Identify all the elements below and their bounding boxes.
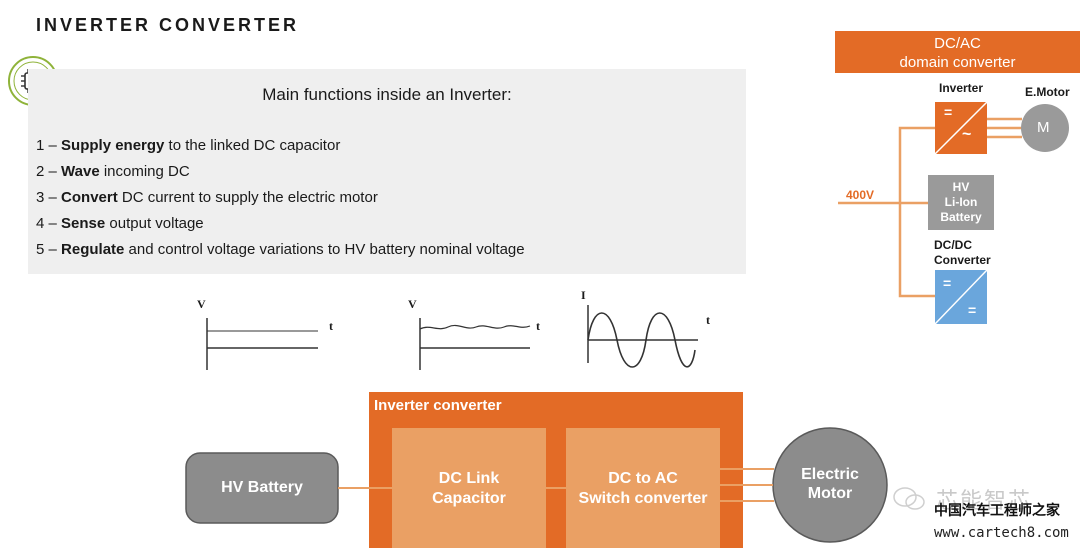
function-item-2: 2 – Wave incoming DC <box>36 163 190 180</box>
function-number: 5 – <box>36 241 62 258</box>
function-number: 4 – <box>36 215 62 232</box>
motor-symbol: M <box>1037 119 1050 136</box>
watermark-site: 中国汽车工程师之家 <box>934 503 1060 519</box>
page-title: INVERTER CONVERTER <box>36 15 300 35</box>
function-item-1: 1 – Supply energy to the linked DC capac… <box>36 137 340 154</box>
function-keyword: Sense <box>61 215 106 232</box>
battery-line-2: Li-Ion <box>944 195 978 209</box>
switch-line-1: DC to AC <box>608 470 678 487</box>
function-item-3: 3 – Convert DC current to supply the ele… <box>36 189 378 206</box>
function-description: and control voltage variations to HV bat… <box>124 241 525 258</box>
block-wires <box>338 468 774 502</box>
emotor-label: E.Motor <box>1025 85 1070 99</box>
dcdc-line-2: Converter <box>934 253 991 267</box>
inverter-converter-label: Inverter converter <box>374 397 502 414</box>
inverter-label: Inverter <box>939 81 984 95</box>
domain-converter-header: DC/AC domain converter <box>835 31 1080 73</box>
function-keyword: Convert <box>61 189 118 206</box>
electric-motor-label: Electric Motor <box>773 465 887 503</box>
waveform-graph-3 <box>587 305 698 368</box>
function-description: output voltage <box>105 215 204 232</box>
capacitor-line-1: DC Link <box>438 470 500 487</box>
functions-panel: Main functions inside an Inverter: 1 – S… <box>28 69 746 274</box>
battery-line-1: HV <box>952 180 970 194</box>
inverter-symbol-dc: = <box>944 104 953 120</box>
hv-battery-label: HV Battery <box>221 479 303 496</box>
function-keyword: Supply energy <box>61 137 165 154</box>
switch-line-2: Switch converter <box>578 490 708 507</box>
dcdc-label: DC/DC Converter <box>934 238 991 268</box>
function-number: 2 – <box>36 163 62 180</box>
function-description: DC current to supply the electric motor <box>117 189 378 206</box>
graph1-x-label: t <box>329 319 333 333</box>
dc-link-capacitor-block <box>392 428 546 548</box>
graph2-y-label: V <box>408 297 417 311</box>
inverter-symbol-ac: ~ <box>962 126 972 143</box>
function-keyword: Regulate <box>61 241 125 258</box>
domain-header-line1: DC/AC <box>934 35 981 52</box>
function-number: 1 – <box>36 137 62 154</box>
dcdc-symbol-top: = <box>943 275 952 291</box>
capacitor-line-2: Capacitor <box>432 490 506 507</box>
functions-heading: Main functions inside an Inverter: <box>262 85 512 104</box>
graph2-x-label: t <box>536 319 540 333</box>
hv-battery-text: HV Li-Ion Battery <box>928 180 994 225</box>
function-description: to the linked DC capacitor <box>164 137 341 154</box>
graph3-x-label: t <box>706 313 710 327</box>
motor-line-2: Motor <box>807 485 853 502</box>
dcdc-symbol-box <box>934 269 988 325</box>
watermark-url: www.cartech8.com <box>934 525 1069 541</box>
voltage-label: 400V <box>846 188 875 202</box>
domain-wires <box>838 117 1022 298</box>
function-number: 3 – <box>36 189 62 206</box>
waveform-graph-1 <box>206 318 318 370</box>
function-item-4: 4 – Sense output voltage <box>36 215 204 232</box>
graph1-y-label: V <box>197 297 206 311</box>
domain-header-line2: domain converter <box>899 54 1016 71</box>
watermark-brand: 芯能智芯 <box>936 488 1033 513</box>
hv-battery-box <box>928 175 994 230</box>
waveform-graph-2 <box>419 318 531 370</box>
function-description: incoming DC <box>99 163 190 180</box>
dc-to-ac-switch-label: DC to AC Switch converter <box>566 469 720 509</box>
dc-link-capacitor-label: DC Link Capacitor <box>392 469 546 509</box>
dcdc-symbol-bottom: = <box>968 302 977 318</box>
wechat-icon <box>892 486 926 517</box>
dcdc-line-1: DC/DC <box>934 238 972 252</box>
inverter-symbol-box <box>934 101 988 155</box>
motor-line-1: Electric <box>801 466 859 483</box>
battery-line-3: Battery <box>940 210 982 224</box>
emotor-circle <box>1021 104 1069 152</box>
function-keyword: Wave <box>61 163 100 180</box>
graph3-y-label: I <box>581 288 586 302</box>
dc-to-ac-switch-block <box>566 428 720 548</box>
function-item-5: 5 – Regulate and control voltage variati… <box>36 241 525 258</box>
